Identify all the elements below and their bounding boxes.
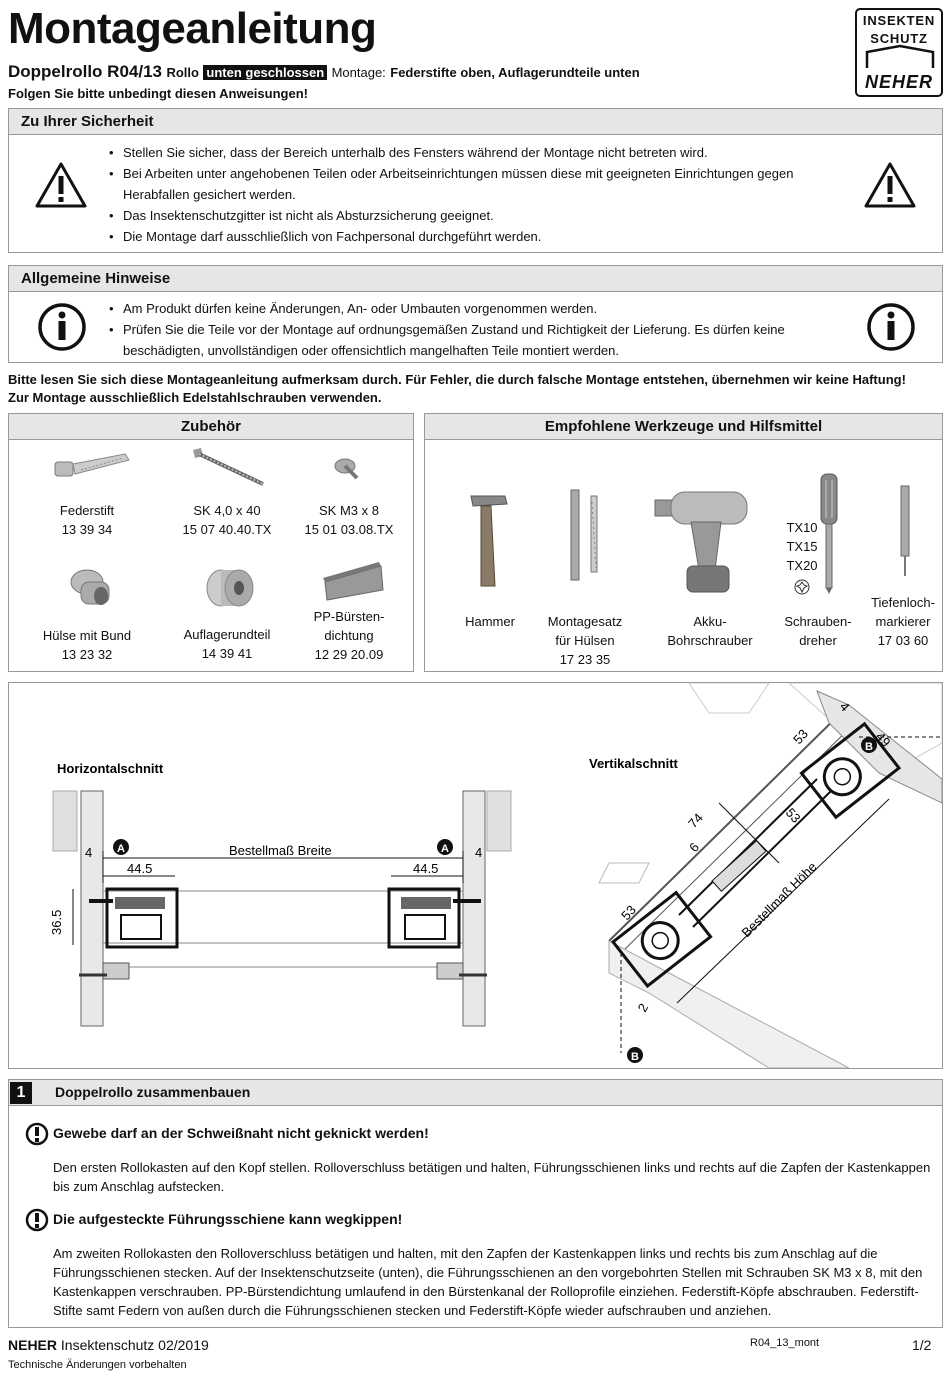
- part-federstift: Federstift 13 39 34: [59, 503, 115, 537]
- footer-doc-code: R04_13_mont: [750, 1337, 820, 1349]
- warning-triangle-icon: [35, 162, 87, 208]
- dim-4-left: 4: [85, 845, 92, 860]
- vertical-title: Vertikalschnitt: [589, 756, 679, 771]
- logo-line2: SCHUTZ: [870, 31, 928, 46]
- part-buerstendichtung: PP-Bürsten- dichtung 12 29 20.09: [313, 609, 385, 662]
- step1-box: 1 Doppelrollo zusammenbauen Gewebe darf …: [8, 1079, 943, 1328]
- footer-page: 1/2: [912, 1337, 932, 1353]
- footer-brand-line: NEHER Insektenschutz 02/2019: [8, 1337, 209, 1353]
- dim-445-left: 44.5: [127, 861, 152, 876]
- list-item: Prüfen Sie die Teile vor der Montage auf…: [109, 319, 839, 361]
- width-label: Bestellmaß Breite: [229, 843, 332, 858]
- tool-hammer: Hammer: [465, 614, 515, 629]
- dim-445-right: 44.5: [413, 861, 438, 876]
- tx-size: TX10: [786, 520, 818, 535]
- section-drawing: Horizontalschnitt Bestellmaß Breite 44.5: [49, 683, 942, 1068]
- notice-liability: Bitte lesen Sie sich diese Montageanleit…: [8, 372, 906, 387]
- part-auflagerundteil: Auflagerundteil 14 39 41: [183, 627, 271, 661]
- depth-marker-icon: [900, 485, 910, 576]
- hammer-icon: [470, 495, 508, 587]
- tool-akku: Akku- Bohrschrauber: [667, 614, 753, 648]
- warning-triangle-icon: [864, 162, 916, 208]
- accessories-title: Zubehör: [9, 414, 413, 440]
- page-title: Montageanleitung: [8, 4, 377, 53]
- general-list: Am Produkt dürfen keine Änderungen, An- …: [109, 298, 839, 361]
- dim-365: 36.5: [49, 910, 64, 935]
- marker-b-top: B: [865, 741, 873, 753]
- dim-74: 74: [685, 810, 706, 831]
- technical-drawing-box: Horizontalschnitt Bestellmaß Breite 44.5: [8, 682, 943, 1069]
- screwdriver-icon: [820, 473, 838, 594]
- screw-long-icon: [193, 448, 264, 486]
- step1-paragraph1: Den ersten Rollokasten auf den Kopf stel…: [53, 1160, 931, 1194]
- tool-montagesatz: Montagesatz für Hülsen 17 23 35: [547, 614, 623, 667]
- dim-53-top: 53: [790, 726, 811, 747]
- tx-sizes: TX10 TX15 TX20: [777, 518, 827, 575]
- list-item: Am Produkt dürfen keine Änderungen, An- …: [109, 298, 839, 319]
- rollo-state-badge: unten geschlossen: [203, 65, 328, 80]
- marker-a-left: A: [117, 843, 125, 855]
- brush-seal-icon: [323, 562, 384, 601]
- tool-schraubendreher: Schrauben- dreher: [784, 614, 852, 648]
- dim-53-bottom: 53: [618, 902, 639, 923]
- dim-2: 2: [635, 1001, 652, 1015]
- notice-screws: Zur Montage ausschließlich Edelstahlschr…: [8, 390, 382, 405]
- list-item: Die Montage darf ausschließlich von Fach…: [109, 226, 839, 247]
- info-icon: [38, 303, 86, 351]
- logo-line1: INSEKTEN: [862, 13, 936, 28]
- step1-title: Doppelrollo zusammenbauen: [55, 1084, 251, 1100]
- step-number: 1: [10, 1082, 32, 1104]
- round-support-icon: [206, 569, 254, 607]
- montage-label: Montage:: [331, 65, 386, 80]
- follow-instructions: Folgen Sie bitte unbedingt diesen Anweis…: [8, 86, 308, 101]
- torx-icon: [794, 579, 810, 595]
- footer-disclaimer: Technische Änderungen vorbehalten: [8, 1359, 187, 1371]
- list-item: Bei Arbeiten unter angehobenen Teilen od…: [109, 163, 839, 205]
- part-huelse: Hülse mit Bund 13 23 32: [42, 628, 132, 662]
- caution-icon: [25, 1122, 49, 1146]
- general-title: Allgemeine Hinweise: [9, 266, 942, 292]
- cordless-drill-icon: [654, 491, 748, 593]
- accessories-box: Zubehör Federstift 13 39 34 SK 4,0 x 40 …: [8, 413, 414, 672]
- caution-icon: [25, 1208, 49, 1232]
- dim-4-right: 4: [475, 845, 482, 860]
- flanged-sleeve-icon: [70, 569, 110, 605]
- safety-title: Zu Ihrer Sicherheit: [9, 109, 942, 135]
- step1-header: [9, 1080, 942, 1106]
- safety-box: Zu Ihrer Sicherheit Stellen Sie sicher, …: [8, 108, 943, 253]
- logo-brand: NEHER: [864, 72, 933, 92]
- safety-list: Stellen Sie sicher, dass der Bereich unt…: [109, 142, 839, 247]
- marker-b-bottom: B: [631, 1051, 639, 1063]
- dim-53-mid: 53: [783, 805, 804, 826]
- rollo-label: Rollo: [166, 65, 199, 80]
- part-skm3: SK M3 x 8 15 01 03.08.TX: [304, 503, 394, 537]
- horizontal-title: Horizontalschnitt: [57, 761, 164, 776]
- tx-size: TX20: [786, 558, 818, 573]
- screw-short-icon: [334, 458, 359, 480]
- step1-paragraph2: Am zweiten Rollokasten den Rolloverschlu…: [53, 1246, 923, 1318]
- spring-pin-icon: [54, 453, 130, 477]
- neher-logo: INSEKTEN SCHUTZ NEHER: [855, 8, 943, 97]
- sleeve-kit-icon: [570, 489, 598, 581]
- info-icon: [867, 303, 915, 351]
- tools-box: Empfohlene Werkzeuge und Hilfsmittel TX1…: [424, 413, 943, 672]
- tx-size: TX15: [786, 539, 818, 554]
- marker-a-right: A: [441, 843, 449, 855]
- tool-tiefenlochmarkierer: Tiefenloch- markierer 17 03 60: [871, 595, 935, 648]
- montage-value: Federstifte oben, Auflagerundteile unten: [390, 65, 640, 80]
- footer-brand: NEHER: [8, 1337, 58, 1353]
- general-box: Allgemeine Hinweise Am Produkt dürfen ke…: [8, 265, 943, 363]
- product-line: Doppelrollo R04/13 Rollo unten geschloss…: [8, 62, 640, 82]
- list-item: Stellen Sie sicher, dass der Bereich unt…: [109, 142, 839, 163]
- step1-warning1: Gewebe darf an der Schweißnaht nicht gek…: [53, 1125, 429, 1141]
- list-item: Das Insektenschutzgitter ist nicht als A…: [109, 205, 839, 226]
- part-sk40: SK 4,0 x 40 15 07 40.40.TX: [182, 503, 272, 537]
- logo-window-icon: [865, 44, 935, 68]
- product-name: Doppelrollo R04/13: [8, 62, 162, 81]
- step1-warning2: Die aufgesteckte Führungsschiene kann we…: [53, 1211, 403, 1227]
- footer-brand-rest: Insektenschutz 02/2019: [60, 1337, 209, 1353]
- tools-title: Empfohlene Werkzeuge und Hilfsmittel: [425, 414, 942, 440]
